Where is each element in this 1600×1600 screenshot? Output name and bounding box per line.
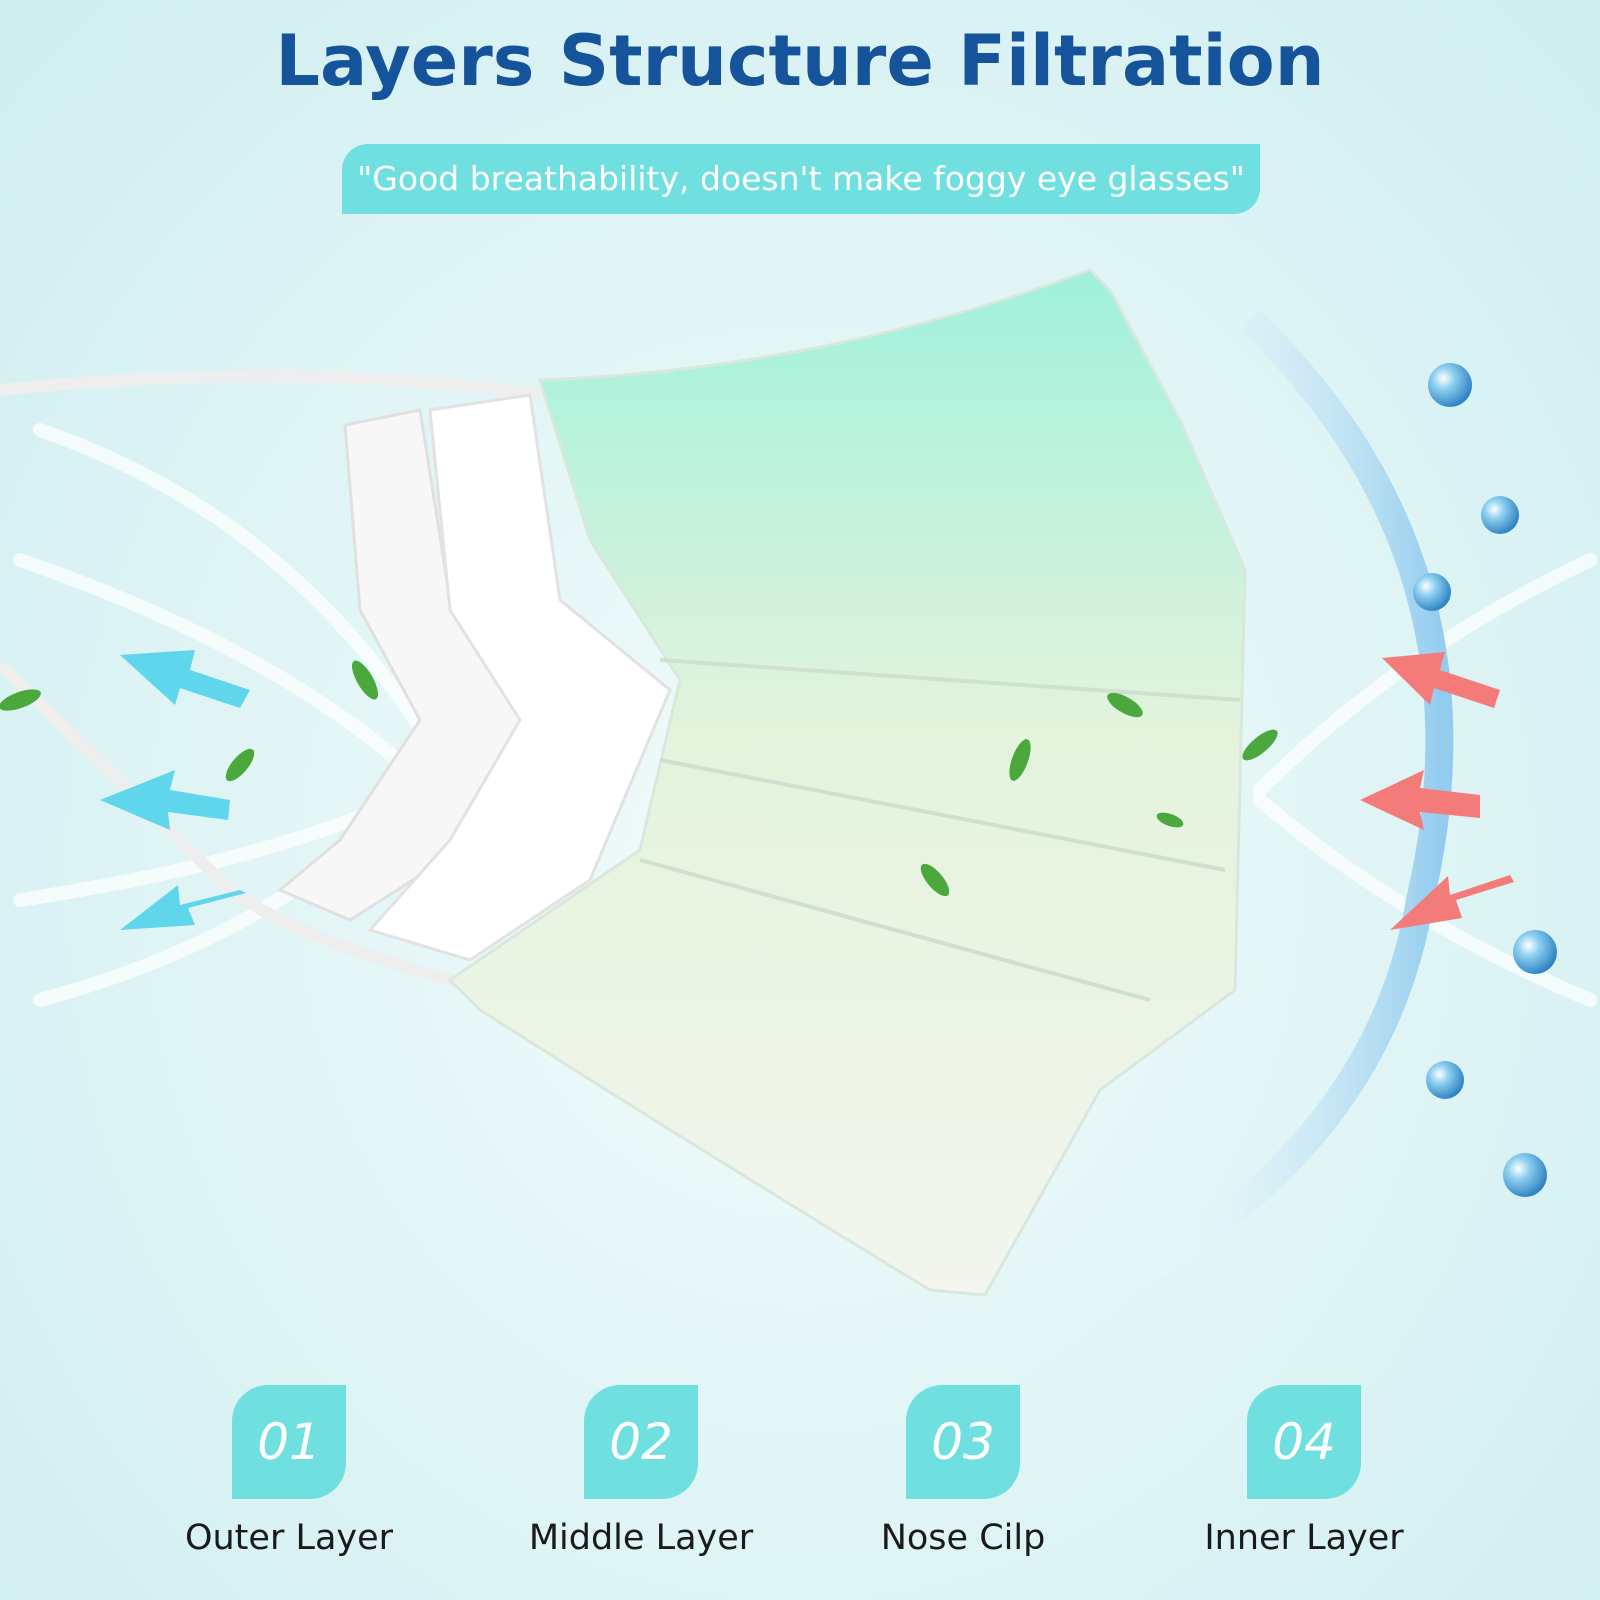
water-droplet-icon [1413,363,1557,1197]
shield-arc [1123,309,1454,1293]
tagline-banner: "Good breathability, doesn't make foggy … [342,144,1260,214]
layer-label: Nose Cilp [880,1518,1046,1558]
outer-layer-sheet [447,268,1247,1297]
layer-label: Outer Layer [184,1518,394,1558]
inner-layer-sheet [277,408,542,922]
ear-loop [0,370,541,991]
page-title: Layers Structure Filtration [275,20,1325,102]
middle-layer-sheet [367,393,672,962]
layer-number-badge: 04 [1247,1385,1361,1499]
mask-pleats [639,658,1241,1002]
leaf-icon [0,660,1278,897]
airflow-arrow-icon [1360,652,1514,930]
layer-label: Inner Layer [1204,1518,1404,1558]
layer-number-badge: 01 [232,1385,346,1499]
mask-illustration [0,268,1597,1297]
layer-number-badge: 02 [584,1385,698,1499]
layer-number-badge: 03 [906,1385,1020,1499]
layer-label: Middle Layer [528,1518,754,1558]
airflow-arrow-icon [100,650,250,930]
